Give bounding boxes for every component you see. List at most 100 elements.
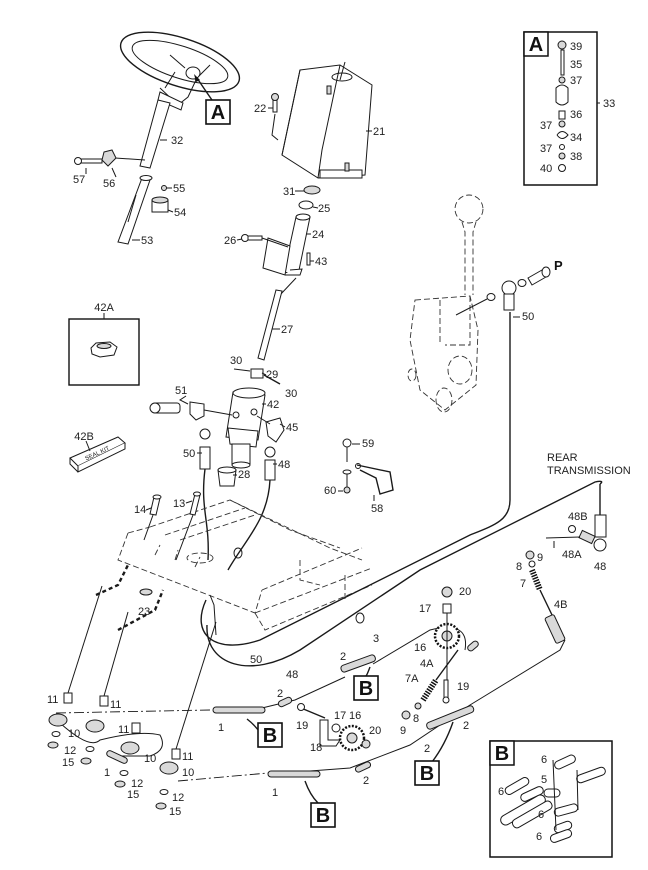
label-10c: 10 [182, 767, 194, 779]
label-54: 54 [174, 207, 186, 219]
bushing-28 [217, 466, 237, 487]
detail-A-label-33: 33 [603, 98, 615, 110]
label-17b: 17 [334, 710, 346, 722]
callout-letter: B [359, 678, 373, 700]
label-50a: 50 [183, 448, 195, 460]
callout-letter: A [211, 102, 225, 124]
bushing-11b [99, 695, 109, 707]
label-1b: 1 [218, 722, 224, 734]
label-1a: 1 [104, 767, 110, 779]
washer-12c [119, 770, 129, 776]
bushing-11a [63, 692, 73, 704]
kit-42A-box [68, 313, 140, 386]
hydraulic-line-50 [200, 312, 511, 646]
rear-transmission-label-2: TRANSMISSION [547, 465, 631, 477]
bolt-14 [143, 494, 162, 541]
bolt-19 [442, 679, 450, 704]
label-50c: 50 [250, 654, 262, 666]
chain-connector-4A [467, 640, 479, 652]
label-8b: 8 [413, 713, 419, 725]
detail-A-label-37c: 37 [540, 143, 552, 155]
bracket-23-dashed [95, 564, 165, 632]
label-3: 3 [373, 633, 379, 645]
callout-A-box[interactable]: A [205, 99, 231, 125]
collar-54 [151, 196, 169, 213]
label-18: 18 [310, 742, 322, 754]
chain-connector-2a [277, 696, 293, 708]
detail-A-label-39: 39 [570, 41, 582, 53]
washer-12d [159, 789, 169, 795]
label-23: 23 [138, 606, 150, 618]
control-valve [407, 194, 484, 413]
coupler-29 [250, 368, 264, 379]
nut-15a [47, 741, 59, 749]
label-2a: 2 [340, 651, 346, 663]
label-16b: 16 [349, 710, 361, 722]
label-11d: 11 [182, 751, 193, 763]
callout-B-box-3[interactable]: B [353, 666, 379, 701]
label-19b: 19 [296, 720, 308, 732]
callout-B-box-4[interactable]: B [414, 721, 454, 786]
hose-48-left [227, 446, 276, 571]
callout-letter: B [263, 725, 277, 747]
label-2d: 2 [424, 743, 430, 755]
clamp-56 [74, 149, 117, 167]
nut-15c [114, 780, 126, 788]
bolt-13 [175, 491, 201, 561]
label-20a: 20 [459, 586, 471, 598]
detail-A-label-37b: 37 [540, 120, 552, 132]
label-43: 43 [315, 256, 327, 268]
label-20b: 20 [369, 725, 381, 737]
washer-8b [414, 702, 422, 710]
sprocket-10c [120, 741, 140, 755]
label-58: 58 [371, 503, 383, 515]
nut-9b [401, 710, 411, 720]
bracket-24-plate [262, 237, 303, 276]
label-55: 55 [173, 183, 185, 195]
pressure-port-label: P [554, 258, 563, 273]
nut-15b [80, 757, 92, 765]
chain-connector-2b [354, 761, 372, 773]
label-15b: 15 [127, 789, 139, 801]
hose-50-left [199, 428, 211, 561]
label-10b: 10 [144, 753, 156, 765]
callout-B-box-2[interactable]: B [304, 780, 336, 828]
label-30b: 30 [285, 388, 297, 400]
detail-A-letter: A [529, 34, 543, 56]
callout-B-box-1[interactable]: B [246, 718, 283, 748]
dash-bracket-21 [281, 61, 373, 179]
detail-A-label-37a: 37 [570, 75, 582, 87]
kit-42B-label: 42B [74, 431, 94, 443]
callout-letter: B [420, 763, 434, 785]
label-31: 31 [283, 186, 295, 198]
label-15c: 15 [169, 806, 181, 818]
label-25: 25 [318, 203, 330, 215]
label-60: 60 [324, 485, 336, 497]
nut-15d [155, 802, 167, 810]
label-30a: 30 [230, 355, 242, 367]
label-12c: 12 [172, 792, 184, 804]
label-7: 7 [520, 578, 526, 590]
label-16a: 16 [414, 642, 426, 654]
label-28: 28 [238, 469, 250, 481]
sprocket-16-lower [331, 723, 371, 752]
detail-B-label-6b: 6 [498, 786, 504, 798]
label-17a: 17 [419, 603, 431, 615]
tractor-frame [117, 499, 373, 636]
label-48a: 48 [278, 459, 290, 471]
label-48c: 48 [594, 561, 606, 573]
tensioner-4B [525, 550, 566, 644]
bolt-43 [306, 252, 311, 266]
leader-ticks [85, 107, 581, 548]
part-labels: 32 57 56 55 54 53 22 21 31 25 24 26 43 2… [47, 41, 631, 843]
detail-B-label-6a: 6 [541, 754, 547, 766]
label-15a: 15 [62, 757, 74, 769]
setscrew-55 [161, 185, 167, 191]
bolt-26 [241, 234, 289, 248]
mount-23 [139, 588, 153, 596]
label-4B: 4B [554, 599, 567, 611]
detail-A-label-34: 34 [570, 132, 582, 144]
label-9b: 9 [400, 725, 406, 737]
label-56: 56 [103, 178, 115, 190]
elbow-45 [256, 415, 285, 443]
